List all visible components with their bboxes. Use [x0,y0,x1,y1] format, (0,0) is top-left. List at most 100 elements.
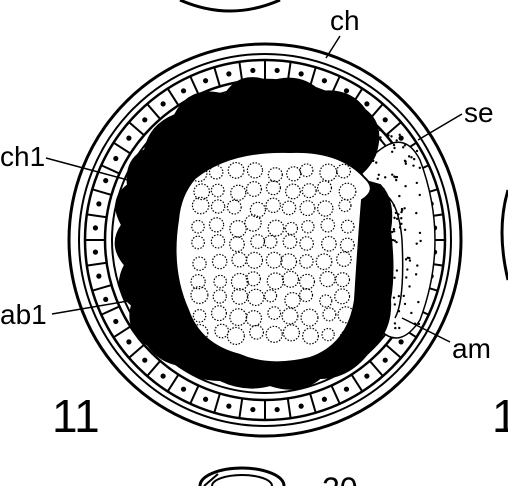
yolk-sphere [213,274,228,289]
yolk-sphere [321,235,337,252]
yolk-sphere [336,251,352,268]
cell-nucleus [113,155,119,162]
yolk-sphere [265,251,283,269]
label-se: se [464,97,494,128]
stipple-dot [404,162,408,165]
cell-wall [166,374,180,392]
cell-nucleus [142,357,148,363]
cell-nucleus [274,67,280,74]
stipple-dot [416,264,419,267]
yolk-sphere [212,289,227,304]
cell-nucleus [92,249,99,255]
cell-wall [146,360,161,377]
outer-membrane-inner-ring [78,53,452,427]
yolk-sphere [231,288,249,305]
cell-nucleus [364,373,370,379]
stipple-dot [395,269,399,272]
cell-nucleus [382,357,388,363]
stipple-dot [419,239,422,243]
yolk-sphere [301,219,315,234]
yolk-sphere [208,217,225,233]
yolk-sphere [267,167,283,183]
leader-ch1 [45,157,129,181]
yolk-sphere [339,330,354,344]
yolk-sphere [246,162,264,179]
stipple-dot [392,227,396,231]
yolk-sphere [193,183,211,201]
cell-wall [189,75,200,95]
leader-am [401,317,451,343]
yolk-sphere [267,219,285,237]
cell-nucleus [160,101,166,107]
cell-nucleus [298,403,304,409]
yolk-sphere [301,183,317,199]
stipple-dot [408,259,412,262]
yolk-sphere [281,270,300,288]
cell-nucleus [382,117,388,123]
right-figure-number-fragment: 1 [492,390,508,442]
yolk-sphere [249,324,265,340]
yolk-sphere [298,288,314,303]
leader-ch [325,35,341,59]
stipple-dot [418,166,421,170]
stipple-dot [390,150,394,154]
cell-wall [213,393,221,413]
yolk-sphere [191,196,210,215]
cell-nucleus [180,386,187,392]
cell-nucleus [126,339,132,345]
stipple-dot [393,216,396,220]
stipple-dot [403,159,407,163]
stipple-dot [379,136,382,139]
cell-nucleus [160,373,166,379]
yolk-sphere [282,234,298,250]
yolk-sphere [250,234,266,250]
cell-nucleus [343,88,350,94]
yolk-sphere [298,273,316,290]
cell-wall [113,141,131,155]
yolk-spheres [190,161,357,346]
cell-nucleus [364,101,370,107]
yolk-sphere [230,184,247,201]
yolk-sphere [210,234,226,249]
stipple-dot [403,207,406,210]
outer-membrane-outer-ring [67,42,463,438]
stipple-dot [393,146,396,150]
stipple-dot [406,256,410,260]
stipple-dot [400,217,403,220]
yolk-sphere [210,305,227,322]
stipple-dot [402,294,405,298]
cell-wall [128,344,145,359]
yolk-sphere [247,288,265,307]
cell-nucleus [113,318,119,325]
yolk-sphere [334,272,351,288]
stipple-dot [392,296,396,299]
cell-wall [309,67,317,87]
yolk-sphere [226,326,245,346]
cell-nucleus [142,117,148,123]
yolk-sphere [226,199,242,215]
yolk-sphere [334,288,351,305]
yolk-sphere [208,164,224,180]
stipple-dot [375,161,378,164]
stipple-dot [387,134,390,137]
cell-wall [113,325,131,339]
stipple-dot [400,222,403,226]
yolk-sphere [249,201,266,219]
stipple-dot [404,258,408,261]
yolk-sphere [319,163,338,182]
cell-nucleus [226,71,232,77]
yolk-sphere [244,214,262,232]
yolk-sphere [245,251,264,269]
stipple-dot [410,156,413,159]
stipple-dot [395,240,398,244]
yolk-sphere [299,236,314,251]
yolk-sphere [230,272,249,291]
cell-wall [213,67,221,87]
cell-wall [166,88,180,106]
stipple-dot [415,181,419,185]
cell-wall [128,121,145,136]
stipple-dot [400,207,404,211]
yolk-sphere [190,274,206,290]
stipple-dot [377,173,381,176]
